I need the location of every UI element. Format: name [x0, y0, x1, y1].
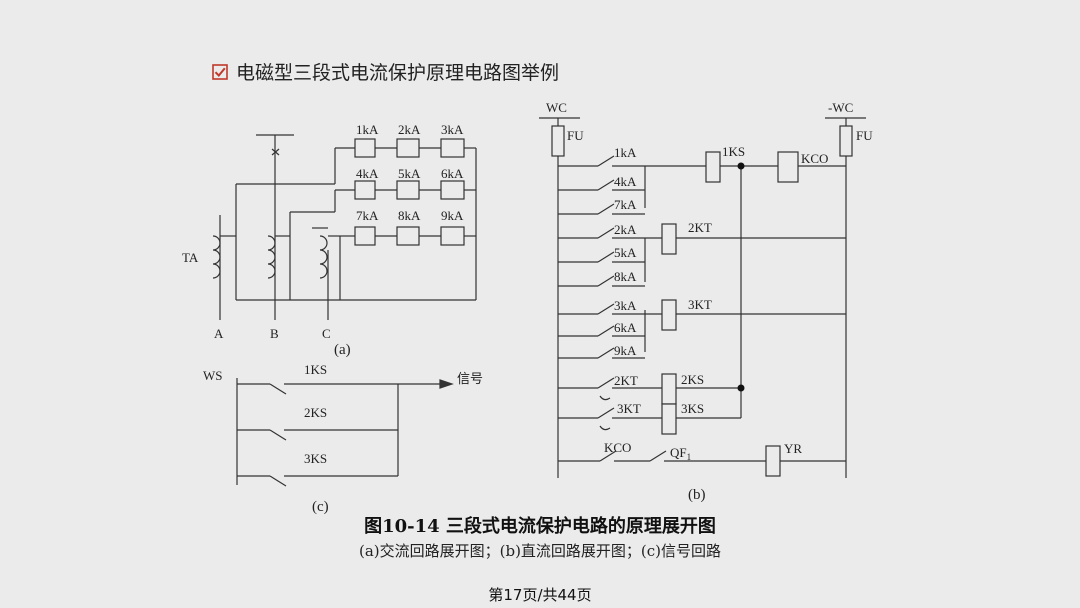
fuse-label-left: FU: [567, 128, 584, 143]
phase-label-a: A: [214, 326, 224, 341]
coil-label-1ks: 1KS: [722, 144, 745, 159]
relay-label-7ka: 7kA: [356, 208, 379, 223]
contact-label-7ka: 7kA: [614, 197, 637, 212]
signal-contact-2ks: 2KS: [304, 405, 327, 420]
contact-label-2kt: 2KT: [614, 373, 638, 388]
contact-label-5ka: 5kA: [614, 245, 637, 260]
caption-b: (b): [688, 487, 706, 503]
relay-label-9ka: 9kA: [441, 208, 464, 223]
coil-label-yr: YR: [784, 441, 802, 456]
slide-title-row: 电磁型三段式电流保护原理电路图举例: [212, 58, 559, 85]
coil-label-2ks: 2KS: [681, 372, 704, 387]
contact-label-1ka: 1kA: [614, 145, 637, 160]
relay-label-6ka: 6kA: [441, 166, 464, 181]
phase-label-c: C: [322, 326, 331, 341]
signal-contact-3ks: 3KS: [304, 451, 327, 466]
contact-label-qf: QF1: [670, 445, 691, 462]
contact-label-3kt: 3KT: [617, 401, 641, 416]
relay-label-5ka: 5kA: [398, 166, 421, 181]
coil-label-2kt: 2KT: [688, 220, 712, 235]
contact-label-9ka: 9kA: [614, 343, 637, 358]
contact-label-4ka: 4kA: [614, 174, 637, 189]
contact-label-kco: KCO: [604, 440, 631, 455]
coil-label-3ks: 3KS: [681, 401, 704, 416]
signal-output-label: 信号: [457, 371, 483, 386]
contact-label-8ka: 8kA: [614, 269, 637, 284]
relay-label-8ka: 8kA: [398, 208, 421, 223]
coil-label-3kt: 3KT: [688, 297, 712, 312]
diagram-b-dc-circuit: [539, 117, 866, 478]
junction-dot: [737, 384, 745, 392]
relay-label-4ka: 4kA: [356, 166, 379, 181]
slide-title: 电磁型三段式电流保护原理电路图举例: [236, 62, 560, 84]
caption-c: (c): [312, 499, 329, 515]
relay-label-3ka: 3kA: [441, 122, 464, 137]
page-number: 第17页/共44页: [488, 586, 592, 604]
coil-label-kco: KCO: [801, 151, 828, 166]
diagram-a-ac-circuit: [212, 134, 477, 320]
caption-a: (a): [334, 342, 351, 358]
checkbox-checked-icon: [212, 63, 228, 80]
signal-contact-1ks: 1KS: [304, 362, 327, 377]
contact-label-6ka: 6kA: [614, 320, 637, 335]
relay-label-2ka: 2kA: [398, 122, 421, 137]
figure-subtitle: (a)交流回路展开图；(b)直流回路展开图；(c)信号回路: [358, 542, 722, 560]
diagram-c-signal-circuit: [236, 378, 454, 487]
contact-label-2ka: 2kA: [614, 222, 637, 237]
fuse-label-right: FU: [856, 128, 873, 143]
contact-label-3ka: 3kA: [614, 298, 637, 313]
bus-label-neg-wc: -WC: [828, 100, 853, 115]
bus-label-ws: WS: [203, 368, 223, 383]
junction-dot: [737, 162, 745, 170]
phase-label-b: B: [270, 326, 279, 341]
ta-label: TA: [182, 250, 199, 265]
bus-label-wc: WC: [546, 100, 567, 115]
relay-label-1ka: 1kA: [356, 122, 379, 137]
figure-title: 图10-14 三段式电流保护电路的原理展开图: [364, 516, 716, 537]
